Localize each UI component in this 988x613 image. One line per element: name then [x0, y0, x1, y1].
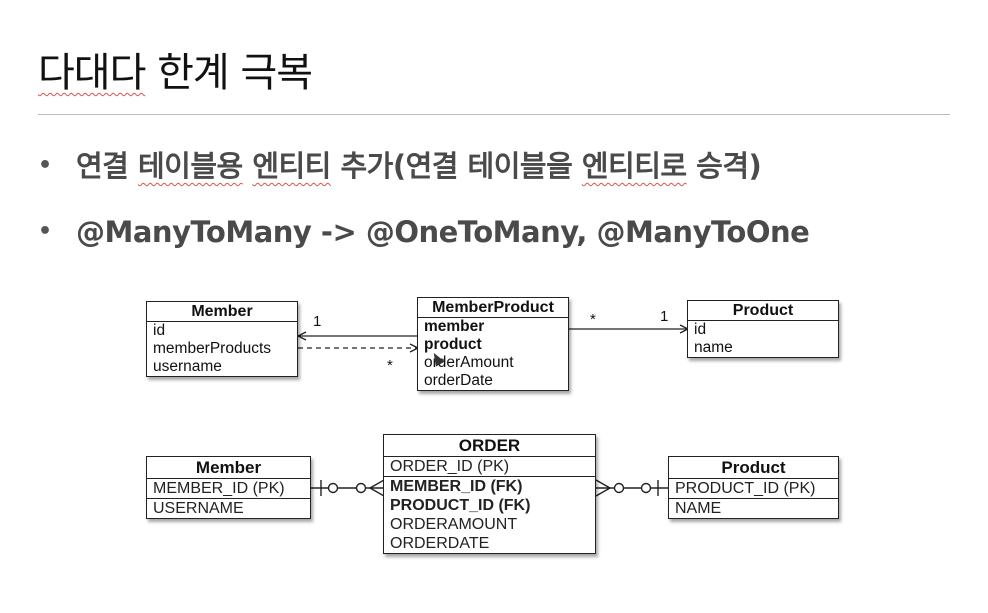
erd-member-fields: USERNAME	[147, 499, 310, 518]
erd-product-table: Product PRODUCT_ID (PK) NAME	[668, 456, 839, 519]
class-memberproduct-field: product	[424, 336, 482, 353]
class-memberproduct-field: member	[424, 318, 485, 335]
bullet-2: • @ManyToMany -> @OneToMany, @ManyToOne	[38, 215, 810, 249]
class-member-box: Member id memberProducts username	[146, 301, 298, 377]
erd-order-field: ORDERAMOUNT	[390, 516, 518, 533]
bullet-1: • 연결 테이블용 엔티티 추가(연결 테이블을 엔티티로 승격)	[38, 143, 762, 185]
class-product-field: name	[694, 339, 733, 356]
erd-order-table: ORDER ORDER_ID (PK) MEMBER_ID (FK) PRODU…	[383, 434, 596, 554]
bullet-1-seg-4: 추가(연결 테이블을	[330, 149, 582, 183]
erd-product-name: Product	[669, 457, 838, 479]
erd-order-pk: ORDER_ID (PK)	[390, 458, 510, 475]
class-memberproduct-box: MemberProduct member product orderAmount…	[417, 297, 569, 391]
bullet-1-seg-5: 엔티티로	[581, 149, 687, 183]
class-member-name: Member	[147, 302, 297, 322]
multiplicity-one-label: 1	[313, 313, 322, 330]
erd-product-fields: NAME	[669, 499, 838, 518]
class-memberproduct-name: MemberProduct	[418, 298, 568, 318]
multiplicity-many-label: *	[590, 311, 596, 328]
class-memberproduct-field: orderDate	[424, 372, 493, 389]
bullet-1-seg-1: 테이블용	[137, 149, 243, 183]
erd-order-name: ORDER	[384, 435, 595, 457]
bullet-1-seg-6: 승격)	[686, 149, 762, 183]
class-product-fields: id name	[688, 321, 838, 357]
erd-member-table: Member MEMBER_ID (PK) USERNAME	[146, 456, 311, 519]
bullet-dot-icon: •	[38, 219, 52, 244]
class-product-field: id	[694, 321, 707, 338]
title-part-2: 한계 극복	[145, 50, 313, 96]
page-title: 다대다 한계 극복	[38, 40, 313, 98]
erd-order-fields: MEMBER_ID (FK) PRODUCT_ID (FK) ORDERAMOU…	[384, 477, 595, 553]
multiplicity-one-label: 1	[660, 308, 669, 325]
erd-product-field: NAME	[675, 500, 722, 517]
erd-member-order-relation	[311, 479, 385, 497]
erd-product-pk-section: PRODUCT_ID (PK)	[669, 479, 838, 499]
bullet-1-seg-0: 연결	[76, 149, 138, 183]
title-part-1: 다대다	[38, 50, 146, 96]
multiplicity-many-label: *	[387, 357, 393, 374]
erd-order-product-relation	[595, 479, 669, 497]
bullet-dot-icon: •	[38, 153, 52, 178]
class-memberproduct-fields: member product orderAmount orderDate	[418, 318, 568, 390]
class-member-fields: id memberProducts username	[147, 322, 297, 376]
erd-member-name: Member	[147, 457, 310, 479]
erd-order-field: ORDERDATE	[390, 535, 490, 552]
class-memberproduct-field: orderAmount	[424, 354, 514, 371]
title-divider	[38, 114, 950, 115]
erd-product-pk: PRODUCT_ID (PK)	[675, 480, 816, 497]
class-member-field: id	[153, 322, 166, 339]
erd-order-fk: MEMBER_ID (FK)	[390, 478, 523, 495]
erd-member-field: USERNAME	[153, 500, 244, 517]
class-member-field: username	[153, 358, 222, 375]
class-member-field: memberProducts	[153, 340, 272, 357]
erd-order-fk: PRODUCT_ID (FK)	[390, 497, 531, 514]
bullet-2-text: @ManyToMany -> @OneToMany, @ManyToOne	[76, 215, 810, 249]
erd-order-pk-section: ORDER_ID (PK)	[384, 457, 595, 477]
bullet-1-seg-3: 엔티티	[252, 149, 331, 183]
erd-member-pk-section: MEMBER_ID (PK)	[147, 479, 310, 499]
erd-member-pk: MEMBER_ID (PK)	[153, 480, 285, 497]
class-product-name: Product	[688, 301, 838, 321]
class-product-box: Product id name	[687, 300, 839, 358]
